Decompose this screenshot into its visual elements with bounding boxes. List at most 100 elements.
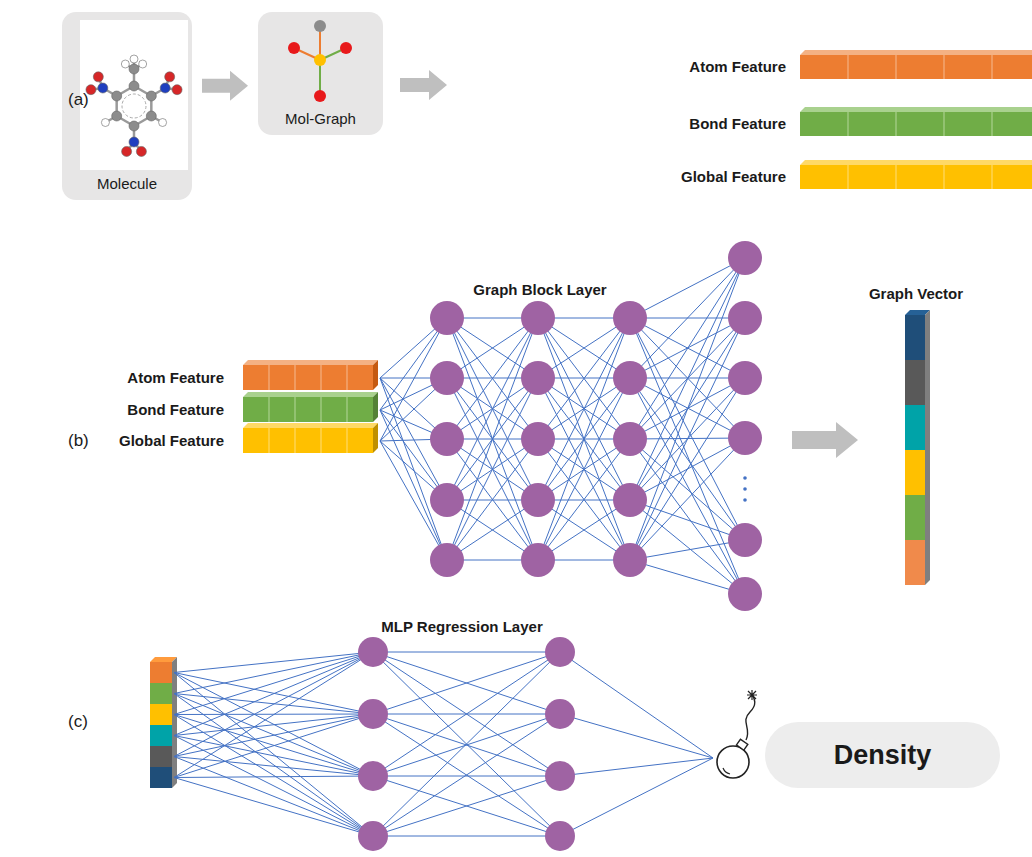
bar-cell-divider <box>294 428 295 453</box>
neuron <box>613 543 647 577</box>
bar-cell-divider <box>943 55 944 79</box>
vector-side <box>925 310 930 585</box>
flow-arrow <box>400 70 447 100</box>
neuron <box>728 301 762 335</box>
bomb-spark <box>747 690 757 700</box>
vector-cell <box>905 540 925 585</box>
network-link <box>538 378 630 560</box>
feature-bar <box>243 360 378 390</box>
network-link <box>373 652 560 653</box>
atom <box>139 60 147 68</box>
vector-cell <box>905 315 925 360</box>
neuron <box>728 421 762 455</box>
image-panel: Mol-Graph <box>258 12 383 135</box>
bar-side <box>373 423 378 453</box>
bar-face <box>243 428 373 453</box>
network-link <box>560 758 713 776</box>
network-link <box>174 757 373 777</box>
atom <box>159 119 167 127</box>
neuron <box>521 543 555 577</box>
neuron <box>728 241 762 275</box>
network-link <box>560 758 713 836</box>
bar-top <box>800 107 1032 112</box>
network-link <box>373 652 560 714</box>
bomb-body <box>717 746 749 778</box>
atom <box>121 60 129 68</box>
bar-cell-divider <box>268 397 269 422</box>
vector-cell <box>150 683 172 704</box>
network-link <box>447 378 538 560</box>
atom <box>160 83 170 93</box>
atom <box>130 55 138 63</box>
bar-cell-divider <box>991 55 992 79</box>
vector-cell <box>905 495 925 540</box>
bomb-cap <box>736 739 747 750</box>
network-link <box>630 540 745 560</box>
vector-cell <box>150 767 172 788</box>
node-label: Mol-Graph <box>285 110 356 127</box>
network-link <box>630 258 745 378</box>
neuron <box>545 761 575 791</box>
bar-cell-divider <box>847 55 848 79</box>
graph-vertex <box>314 54 326 66</box>
bar-cell-divider <box>346 365 347 390</box>
network-link <box>630 438 745 560</box>
ellipsis-dot <box>743 498 747 502</box>
network-link <box>380 378 447 560</box>
network-link <box>630 318 745 540</box>
bar-cell-divider <box>268 365 269 390</box>
network-link <box>447 318 538 500</box>
network-link <box>174 652 373 694</box>
bomb-icon <box>717 690 757 778</box>
network-link <box>174 776 373 778</box>
flow-arrow <box>202 71 248 101</box>
bar-side <box>373 392 378 422</box>
neuron <box>430 422 464 456</box>
atom <box>172 85 182 95</box>
graph-vertex <box>314 20 326 32</box>
network-link <box>373 652 560 776</box>
neuron <box>613 422 647 456</box>
section-label: Atom Feature <box>689 58 786 75</box>
network-link <box>630 318 745 560</box>
neuron <box>521 301 555 335</box>
bar-side <box>373 360 378 390</box>
flow-arrow <box>792 422 858 458</box>
network-link <box>174 694 373 777</box>
atom <box>136 146 146 156</box>
neuron <box>545 637 575 667</box>
network-link <box>174 715 373 837</box>
network-link <box>630 560 745 594</box>
bomb-shine <box>723 768 730 774</box>
network-link <box>174 652 373 715</box>
panel-letter: (a) <box>68 90 89 110</box>
neuron <box>728 361 762 395</box>
vector-cell <box>905 405 925 450</box>
bar-cell-divider <box>320 428 321 453</box>
graph-vertex <box>340 42 352 54</box>
bar-cell-divider <box>294 397 295 422</box>
neuron <box>613 361 647 395</box>
aromatic-ring <box>122 94 146 118</box>
molecule-image-frame <box>80 20 188 170</box>
neuron <box>728 523 762 557</box>
neuron <box>430 483 464 517</box>
bar-top <box>800 160 1032 165</box>
section-label: Global Feature <box>119 432 224 449</box>
network-link <box>174 652 373 673</box>
node-label: Molecule <box>97 175 157 192</box>
network-link <box>560 714 713 758</box>
network-link <box>373 714 560 836</box>
graph-vector <box>905 310 930 585</box>
atom <box>129 64 139 74</box>
section-label: Bond Feature <box>689 115 786 132</box>
neuron <box>358 761 388 791</box>
network-link <box>373 714 560 836</box>
panel-letter: (b) <box>68 431 89 451</box>
network-link <box>630 378 745 560</box>
bar-top <box>800 50 1032 55</box>
atom <box>101 119 109 127</box>
output-pill: Density <box>765 722 1000 788</box>
neuron <box>545 699 575 729</box>
